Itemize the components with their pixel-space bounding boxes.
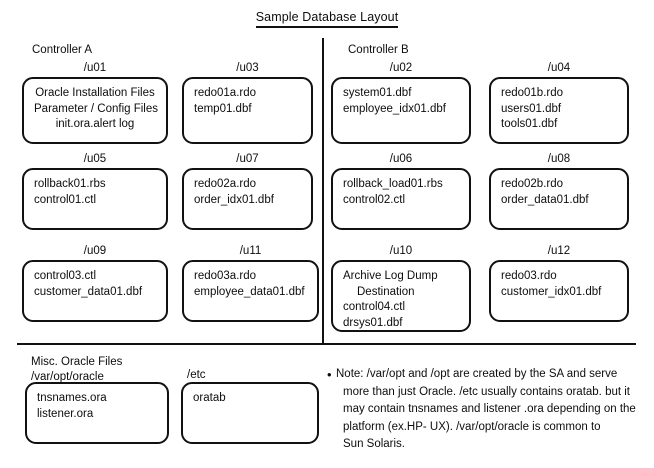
file-entry: redo01b.rdo xyxy=(501,87,564,99)
file-entry: Archive Log Dump xyxy=(343,270,438,282)
file-entry: system01.dbf xyxy=(343,87,412,99)
mount-label: /u03 xyxy=(236,62,259,74)
mount-u01[interactable]: /u01 Oracle Installation Files Parameter… xyxy=(22,62,168,144)
file-entry: employee_idx01.dbf xyxy=(343,102,446,115)
mount-label: /u05 xyxy=(83,153,107,165)
mount-box[interactable]: rollback01.rbs control01.ctl xyxy=(22,168,168,230)
mount-u10[interactable]: /u10 Archive Log Dump Destination contro… xyxy=(331,245,471,332)
mount-box[interactable]: redo01a.rdo temp01.dbf xyxy=(182,77,313,144)
mount-box[interactable]: Archive Log Dump Destination control04.c… xyxy=(331,260,471,332)
file-entry: listener.ora xyxy=(37,407,94,420)
mount-label: /u02 xyxy=(389,62,413,74)
file-entry: redo01a.rdo xyxy=(194,87,257,99)
mount-box[interactable]: Oracle Installation Files Parameter / Co… xyxy=(22,77,168,144)
file-entry: control02.ctl xyxy=(343,193,406,206)
mount-label: /u11 xyxy=(239,245,262,257)
file-entry: tnsnames.ora xyxy=(37,392,107,404)
mount-label: /u09 xyxy=(83,245,107,257)
file-entry: Destination xyxy=(357,285,415,298)
file-entry: order_data01.dbf xyxy=(501,193,589,206)
mount-box[interactable]: redo02b.rdo order_data01.dbf xyxy=(489,168,629,230)
controller-label-a: Controller A xyxy=(32,44,93,56)
file-entry: rollback01.rbs xyxy=(34,178,106,190)
file-entry: redo02b.rdo xyxy=(501,178,564,190)
controller-divider xyxy=(322,38,324,345)
mount-u06[interactable]: /u06 rollback_load01.rbs control02.ctl xyxy=(331,153,471,230)
mount-label: /u07 xyxy=(236,153,259,165)
file-entry: temp01.dbf xyxy=(194,102,252,115)
mount-u03[interactable]: /u03 redo01a.rdo temp01.dbf xyxy=(182,62,313,144)
mount-box[interactable]: redo02a.rdo order_idx01.dbf xyxy=(182,168,313,230)
misc-section-divider xyxy=(17,343,636,345)
page-title: Sample Database Layout xyxy=(0,10,654,28)
page-title-text: Sample Database Layout xyxy=(255,10,399,28)
file-entry: init.ora.alert log xyxy=(55,118,135,130)
mount-label: /u12 xyxy=(547,245,571,257)
file-entry: employee_data01.dbf xyxy=(194,285,305,298)
mount-u05[interactable]: /u05 rollback01.rbs control01.ctl xyxy=(22,153,168,230)
mount-u12[interactable]: /u12 redo03.rdo customer_idx01.dbf xyxy=(489,245,629,322)
mount-box[interactable]: system01.dbf employee_idx01.dbf xyxy=(331,77,471,144)
file-entry: users01.dbf xyxy=(501,102,562,115)
file-entry: drsys01.dbf xyxy=(343,316,403,329)
mount-label: /u10 xyxy=(389,245,413,257)
bullet-icon: • xyxy=(327,367,332,382)
mount-label: /u01 xyxy=(83,62,107,74)
etc-path-label: /etc xyxy=(187,369,206,381)
mount-var-opt-oracle[interactable]: tnsnames.ora listener.ora xyxy=(25,382,169,444)
mount-u02[interactable]: /u02 system01.dbf employee_idx01.dbf xyxy=(331,62,471,144)
mount-u09[interactable]: /u09 control03.ctl customer_data01.dbf xyxy=(22,245,168,322)
file-entry: control03.ctl xyxy=(34,270,97,282)
mount-label: /u06 xyxy=(389,153,413,165)
file-entry: control01.ctl xyxy=(34,193,97,206)
note-line: platform (ex.HP- UX). /var/opt/oracle is… xyxy=(343,420,601,433)
file-entry: control04.ctl xyxy=(343,301,406,313)
mount-u11[interactable]: /u11 redo03a.rdo employee_data01.dbf xyxy=(182,245,319,322)
file-entry: customer_data01.dbf xyxy=(34,285,143,298)
misc-oracle-files-heading: Misc. Oracle Files /var/opt/oracle xyxy=(31,355,122,384)
file-entry: Parameter / Config Files xyxy=(34,102,158,115)
note-line: Sun Solaris. xyxy=(343,438,406,450)
mount-u08[interactable]: /u08 redo02b.rdo order_data01.dbf xyxy=(489,153,629,230)
note-body: Note: /var/opt and /opt are created by t… xyxy=(327,366,647,454)
mount-box[interactable]: redo03.rdo customer_idx01.dbf xyxy=(489,260,629,322)
mount-u04[interactable]: /u04 redo01b.rdo users01.dbf tools01.dbf xyxy=(489,62,629,144)
mount-box[interactable]: redo03a.rdo employee_data01.dbf xyxy=(182,260,319,322)
controller-label-b: Controller B xyxy=(348,44,409,56)
mount-etc[interactable]: oratab xyxy=(181,382,319,444)
mount-box[interactable]: oratab xyxy=(181,382,319,444)
misc-heading-line-2: /var/opt/oracle xyxy=(31,370,104,383)
note-line: Note: /var/opt and /opt are created by t… xyxy=(336,368,618,380)
mount-box[interactable]: control03.ctl customer_data01.dbf xyxy=(22,260,168,322)
file-entry: Oracle Installation Files xyxy=(35,87,155,99)
file-entry: redo02a.rdo xyxy=(194,178,257,190)
file-entry: redo03a.rdo xyxy=(194,270,257,282)
file-entry: redo03.rdo xyxy=(501,270,557,282)
file-entry: oratab xyxy=(193,392,226,404)
note-block: • Note: /var/opt and /opt are created by… xyxy=(327,366,647,454)
mount-u07[interactable]: /u07 redo02a.rdo order_idx01.dbf xyxy=(182,153,313,230)
mount-box[interactable]: rollback_load01.rbs control02.ctl xyxy=(331,168,471,230)
mount-label: /u08 xyxy=(547,153,571,165)
mount-box[interactable]: redo01b.rdo users01.dbf tools01.dbf xyxy=(489,77,629,144)
file-entry: tools01.dbf xyxy=(501,118,558,130)
file-entry: customer_idx01.dbf xyxy=(501,285,602,298)
file-entry: rollback_load01.rbs xyxy=(343,178,443,190)
misc-heading-line-1: Misc. Oracle Files xyxy=(31,356,123,368)
file-entry: order_idx01.dbf xyxy=(194,193,274,206)
mount-box[interactable]: tnsnames.ora listener.ora xyxy=(25,382,169,444)
note-line: may contain tnsnames and listener .ora d… xyxy=(343,403,636,415)
note-line: more than just Oracle. /etc usually cont… xyxy=(343,385,631,398)
mount-label: /u04 xyxy=(547,62,571,74)
